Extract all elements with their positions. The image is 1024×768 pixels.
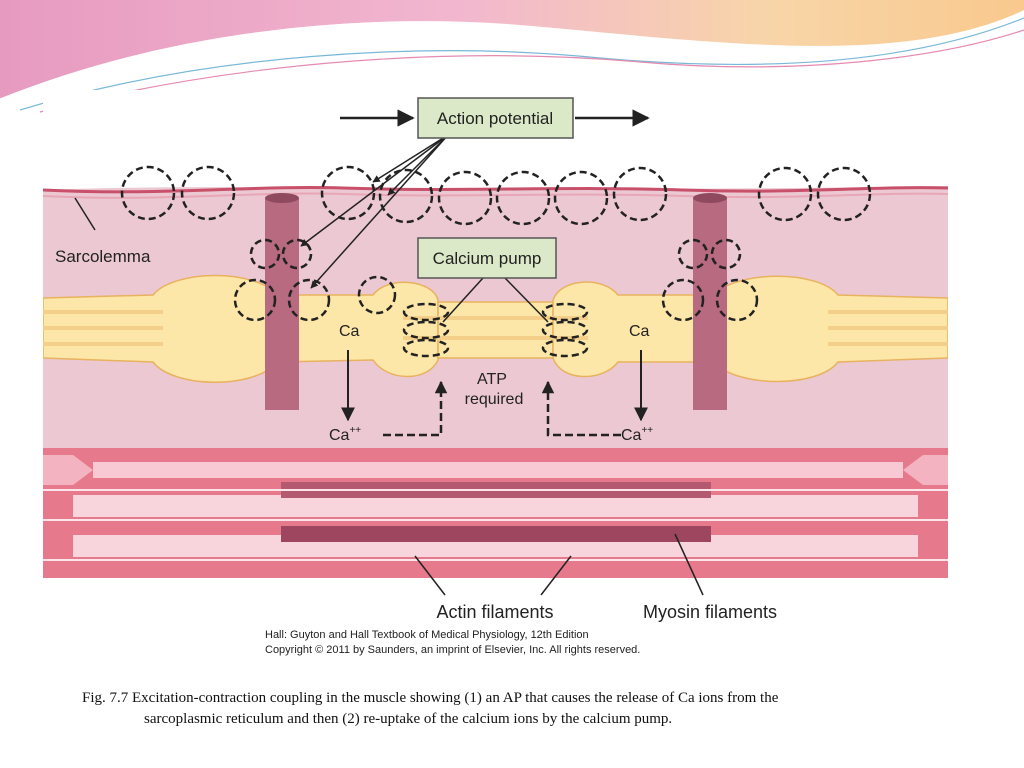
myofibrils [43, 448, 948, 578]
calcium-pump-label: Calcium pump [433, 249, 542, 268]
caption-line-2: sarcoplasmic reticulum and then (2) re-u… [144, 711, 673, 727]
calcium-pump-box [417, 237, 557, 279]
figure-caption: Fig. 7.7 Excitation-contraction coupling… [82, 688, 962, 730]
credit-line-1: Hall: Guyton and Hall Textbook of Medica… [265, 629, 589, 641]
calcium-pump-loops [402, 302, 589, 358]
credit-line-2: Copyright © 2011 by Saunders, an imprint… [265, 644, 640, 656]
ca-ion-right-label: Ca++ [621, 425, 653, 444]
decorative-banner [0, 0, 1024, 113]
sarcolemma-label: Sarcolemma [55, 247, 151, 266]
myosin-filaments-label: Myosin filaments [643, 602, 777, 622]
t-tubule [265, 193, 727, 410]
actin-filaments-label: Actin filaments [436, 602, 553, 622]
ca-ion-left-label: Ca++ [329, 425, 361, 444]
ca-left-label: Ca [339, 323, 360, 340]
sarcolemma-membrane [43, 185, 948, 194]
action-potential-box [417, 97, 574, 139]
ca-right-label: Ca [629, 323, 650, 340]
action-potential-label: Action potential [437, 109, 553, 128]
ap-circular-arrows [120, 165, 872, 322]
sarcoplasmic-reticulum [43, 274, 948, 383]
excitation-contraction-figure: Action potential Calcium pump Sarcolemma… [43, 90, 948, 660]
caption-line-1: Fig. 7.7 Excitation-contraction coupling… [82, 690, 779, 706]
atp-required-label: ATP required [465, 371, 524, 408]
